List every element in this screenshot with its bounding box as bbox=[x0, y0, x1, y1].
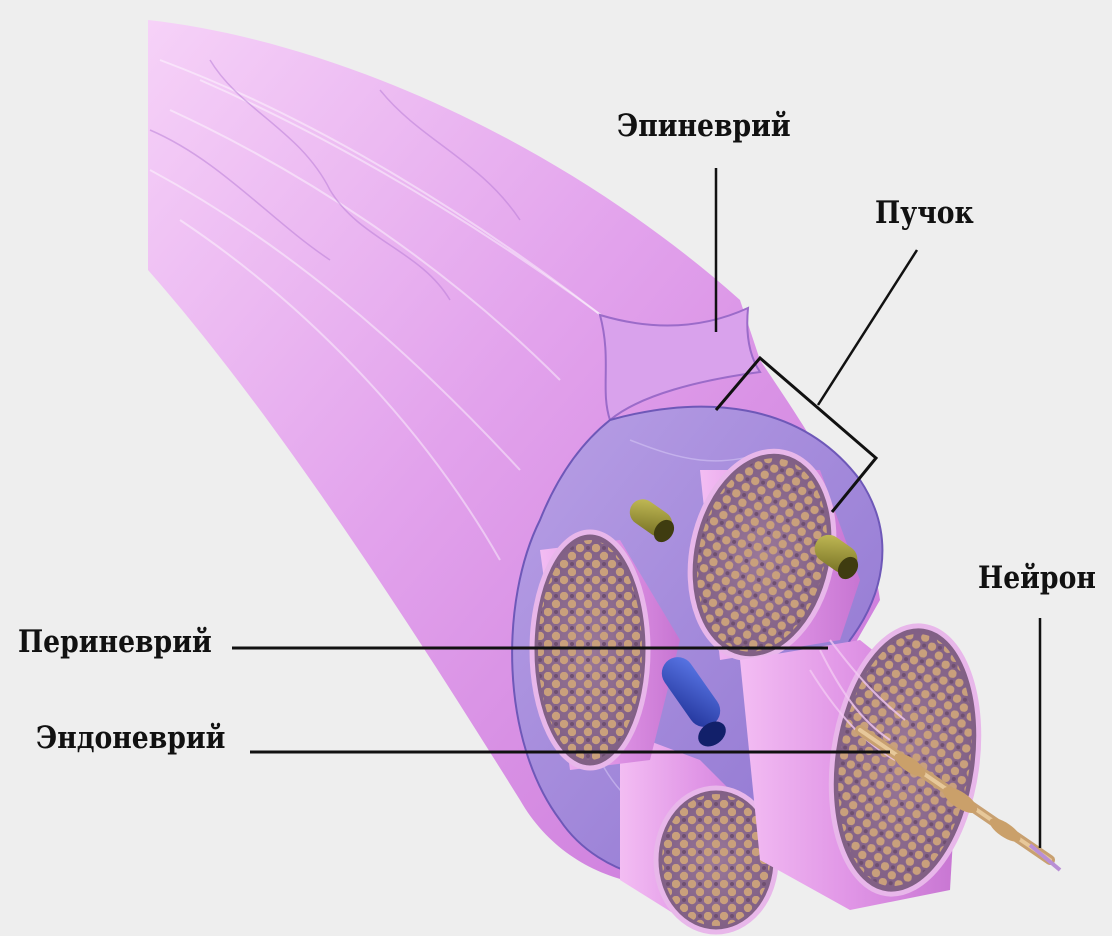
label-neuron: Нейрон bbox=[978, 560, 1096, 596]
label-epineurium: Эпиневрий bbox=[617, 108, 791, 144]
label-endoneurium: Эндоневрий bbox=[36, 720, 225, 756]
label-perineurium: Периневрий bbox=[18, 624, 212, 660]
label-fascicle: Пучок bbox=[875, 195, 974, 231]
leader-fascicle bbox=[818, 250, 917, 405]
